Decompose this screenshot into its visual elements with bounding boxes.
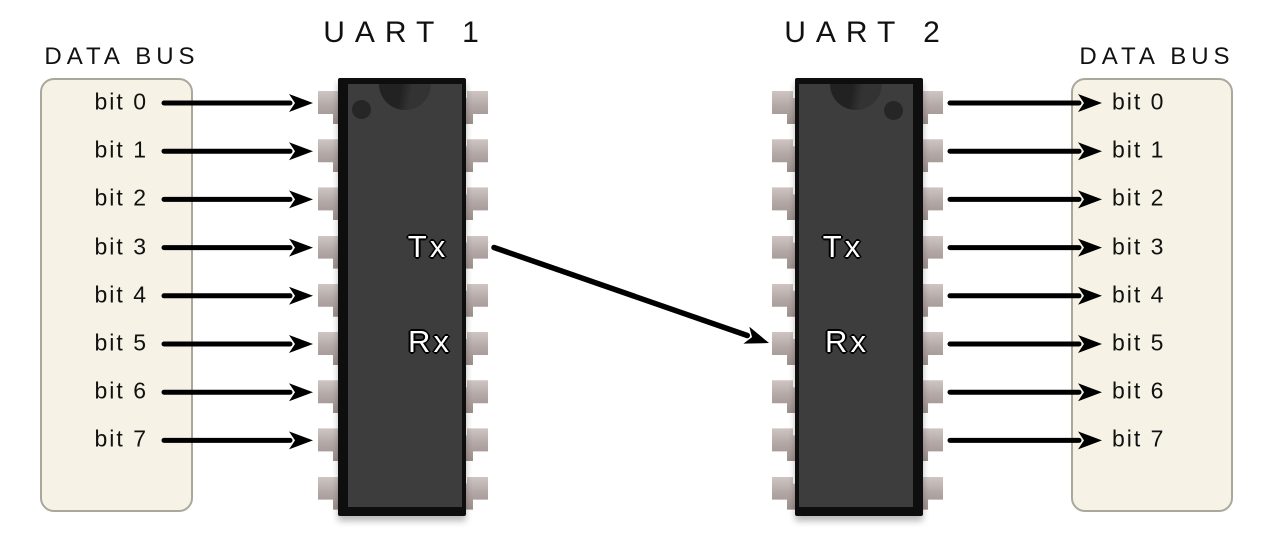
uart2-title: UART 2 (784, 16, 950, 49)
bus-bit-label: bit 0 (94, 88, 148, 115)
tx-to-rx-arrow (491, 244, 770, 344)
bus-bit-label: bit 1 (94, 136, 148, 163)
bus-bit-label: bit 7 (94, 425, 148, 452)
uart2-pin1-dot (884, 101, 903, 120)
bus-bit-label: bit 2 (94, 184, 148, 211)
uart1-pin1-dot (352, 100, 371, 119)
bus-bit-label: bit 3 (1112, 233, 1166, 260)
uart1-rx-label: Rx (408, 324, 452, 359)
uart2-chip (795, 78, 923, 516)
uart2-tx-label: Tx (822, 229, 864, 264)
bus-bit-label: bit 6 (94, 377, 148, 404)
bus-bit-label: bit 7 (1112, 425, 1166, 452)
uart1-chip (338, 78, 466, 516)
bus-bit-label: bit 6 (1112, 377, 1166, 404)
bus-bit-label: bit 5 (1112, 329, 1166, 356)
uart1-title: UART 1 (323, 16, 489, 49)
uart1-tx-label: Tx (407, 229, 449, 264)
bus-bit-label: bit 0 (1112, 88, 1166, 115)
bus-bit-label: bit 2 (1112, 184, 1166, 211)
bus-bit-label: bit 4 (94, 281, 148, 308)
bus-bit-label: bit 1 (1112, 136, 1166, 163)
bus-bit-label: bit 5 (94, 329, 148, 356)
left-data-bus-label: DATA BUS (44, 43, 200, 70)
bus-bit-label: bit 4 (1112, 281, 1166, 308)
right-data-bus-label: DATA BUS (1079, 43, 1235, 70)
bus-bit-label: bit 3 (94, 233, 148, 260)
uart2-rx-label: Rx (825, 324, 869, 359)
